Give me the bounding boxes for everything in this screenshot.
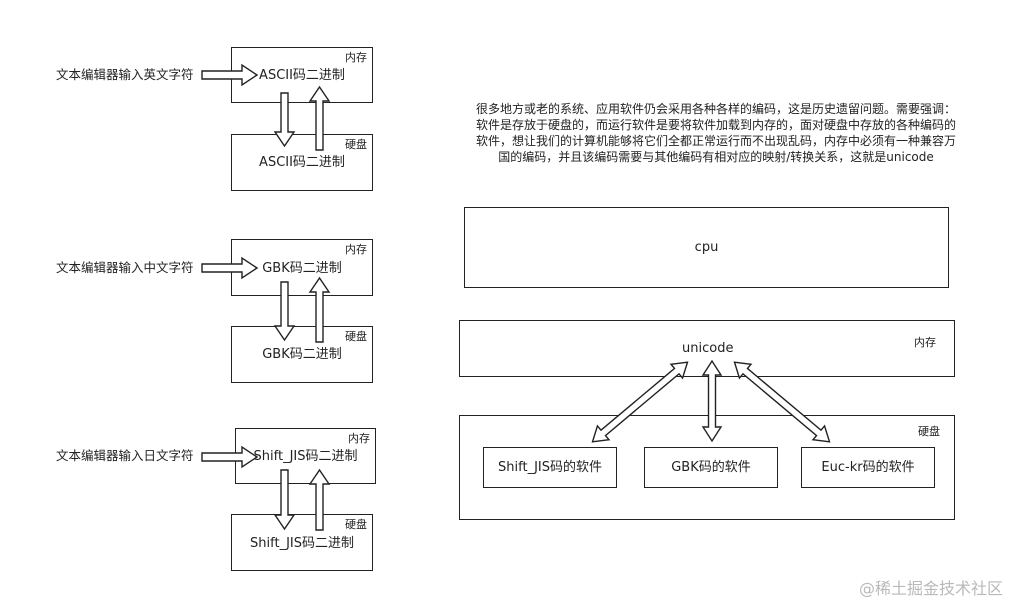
description-line: 软件是存放于硬盘的，而运行软件是要将软件加载到内存的，面对硬盘中存放的各种编码的 [475,118,956,132]
memory-corner-label-right: 内存 [914,336,936,349]
memory-corner-label: 内存 [345,51,367,64]
description-line: 国的编码，并且该编码需要与其他编码有相对应的映射/转换关系，这就是unicode [498,150,934,164]
memory-corner-label: 内存 [348,432,370,445]
disk-corner-label-right: 硬盘 [918,425,940,438]
input-label-english: 文本编辑器输入英文字符 [56,67,194,82]
arrow-down-icon [273,469,296,531]
description-line: 软件，想让我们的计算机能够将它们全都正常运行而不出现乱码，内存中必须有一种兼容万 [475,134,956,148]
disk-box-gbk: 硬盘 GBK码二进制 [231,326,373,383]
software-label-gbk: GBK码的软件 [671,460,751,475]
cpu-box: cpu [464,207,949,288]
memory-content-gbk: GBK码二进制 [262,261,342,276]
disk-box-shiftjis: 硬盘 Shift_JIS码二进制 [231,514,373,571]
disk-content-gbk: GBK码二进制 [262,347,342,362]
memory-content-ascii: ASCII码二进制 [259,68,345,83]
input-label-japanese: 文本编辑器输入日文字符 [56,448,194,463]
software-box-gbk: GBK码的软件 [644,447,778,488]
double-arrow-icon [591,361,689,443]
arrow-right-icon [201,445,259,469]
software-box-shiftjis: Shift_JIS码的软件 [483,447,617,488]
disk-corner-label: 硬盘 [345,138,367,151]
description-text: 很多地方或老的系统、应用软件仍会采用各种各样的编码，这是历史遗留问题。需要强调：… [451,101,981,165]
disk-content-ascii: ASCII码二进制 [259,155,345,170]
arrow-up-icon [308,468,331,531]
arrow-up-icon [308,276,331,343]
watermark: @稀土掘金技术社区 [858,579,1003,598]
arrow-down-icon [273,92,296,148]
memory-content-unicode: unicode [682,341,734,356]
arrow-right-icon [201,256,259,280]
software-label-shiftjis: Shift_JIS码的软件 [498,460,602,475]
memory-corner-label: 内存 [345,243,367,256]
arrow-up-icon [308,85,331,151]
disk-corner-label: 硬盘 [345,518,367,531]
cpu-label: cpu [694,240,719,255]
software-label-euckr: Euc-kr码的软件 [821,460,915,475]
input-label-chinese: 文本编辑器输入中文字符 [56,260,194,275]
arrow-right-icon [201,63,259,87]
disk-box-ascii: 硬盘 ASCII码二进制 [231,134,373,191]
software-box-euckr: Euc-kr码的软件 [801,447,935,488]
memory-content-shiftjis: Shift_JIS码二进制 [253,449,358,464]
memory-box-shiftjis: 内存 Shift_JIS码二进制 [235,428,376,484]
arrow-down-icon [273,281,296,342]
description-line: 很多地方或老的系统、应用软件仍会采用各种各样的编码，这是历史遗留问题。需要强调： [475,102,956,116]
disk-content-shiftjis: Shift_JIS码二进制 [250,536,354,551]
double-arrow-icon [701,359,723,443]
double-arrow-icon [733,361,831,443]
disk-corner-label: 硬盘 [345,330,367,343]
